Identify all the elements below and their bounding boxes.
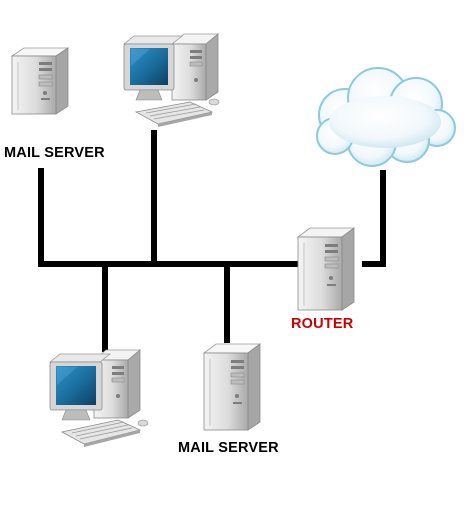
server-icon	[202, 343, 262, 431]
desktop-computer-icon	[48, 349, 149, 447]
router-icon	[296, 227, 356, 311]
mail-server-label: MAIL SERVER	[178, 440, 279, 456]
desktop-computer-icon	[122, 33, 220, 127]
mail-server-label: MAIL SERVER	[4, 145, 105, 161]
router-label: ROUTER	[291, 316, 354, 332]
cloud-icon	[316, 67, 456, 167]
server-icon	[10, 47, 70, 115]
network-cables	[38, 130, 386, 352]
